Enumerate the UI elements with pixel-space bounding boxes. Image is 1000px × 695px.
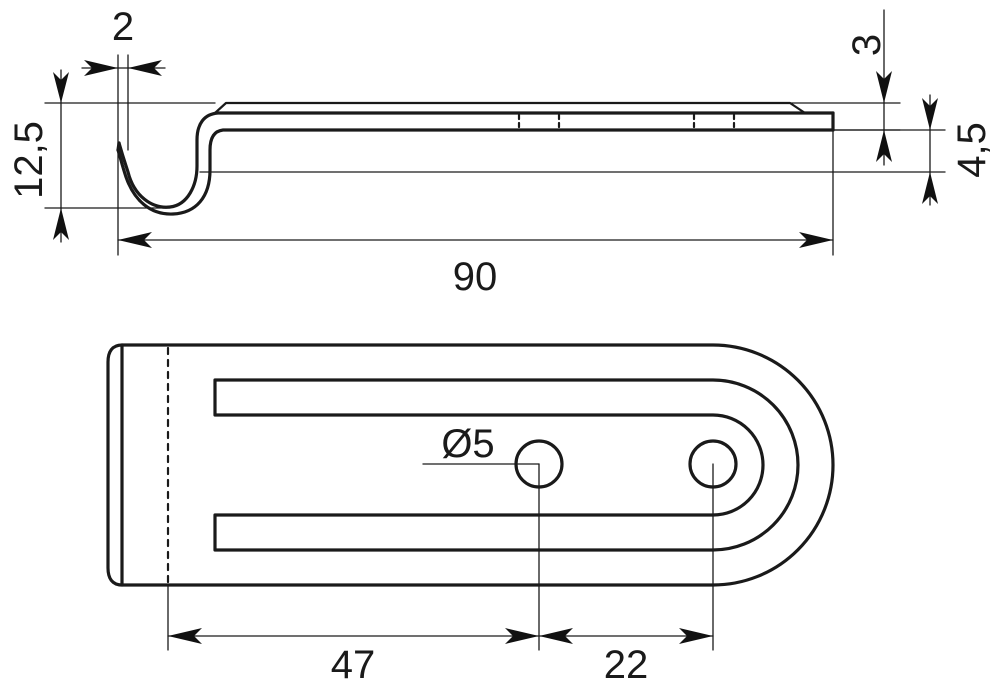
dim-hole-diameter: Ø5 bbox=[422, 422, 540, 466]
side-view-hidden-lines bbox=[517, 113, 736, 129]
side-view-top-plate bbox=[213, 101, 807, 115]
dim-offset-right-top: 3 bbox=[789, 9, 901, 166]
side-view-hook-inner bbox=[116, 128, 835, 216]
dim-label-offset-top: 3 bbox=[845, 34, 889, 56]
dim-label-offset-side: 4,5 bbox=[950, 122, 994, 178]
top-view-outline bbox=[106, 343, 835, 587]
side-view bbox=[116, 101, 835, 216]
top-view-slot bbox=[213, 378, 800, 552]
dim-bottom-extensions bbox=[167, 463, 714, 651]
dim-label-hole-distance-2: 22 bbox=[604, 643, 649, 687]
dim-label-height: 12,5 bbox=[7, 121, 51, 199]
dim-label-length: 90 bbox=[453, 255, 498, 299]
dim-label-hole-distance-1: 47 bbox=[331, 643, 376, 687]
dim-thickness-top: 2 bbox=[81, 5, 166, 151]
dim-hole-distance-1: 47 bbox=[167, 628, 540, 687]
dim-label-hole-diameter: Ø5 bbox=[441, 422, 494, 466]
dim-hole-distance-2: 22 bbox=[538, 628, 714, 687]
dim-label-thickness: 2 bbox=[112, 5, 134, 49]
dim-height-left: 12,5 bbox=[7, 69, 216, 243]
side-view-hook-outer bbox=[117, 111, 835, 209]
dim-length-total: 90 bbox=[117, 129, 834, 299]
dim-offset-right-side: 4,5 bbox=[199, 94, 994, 206]
